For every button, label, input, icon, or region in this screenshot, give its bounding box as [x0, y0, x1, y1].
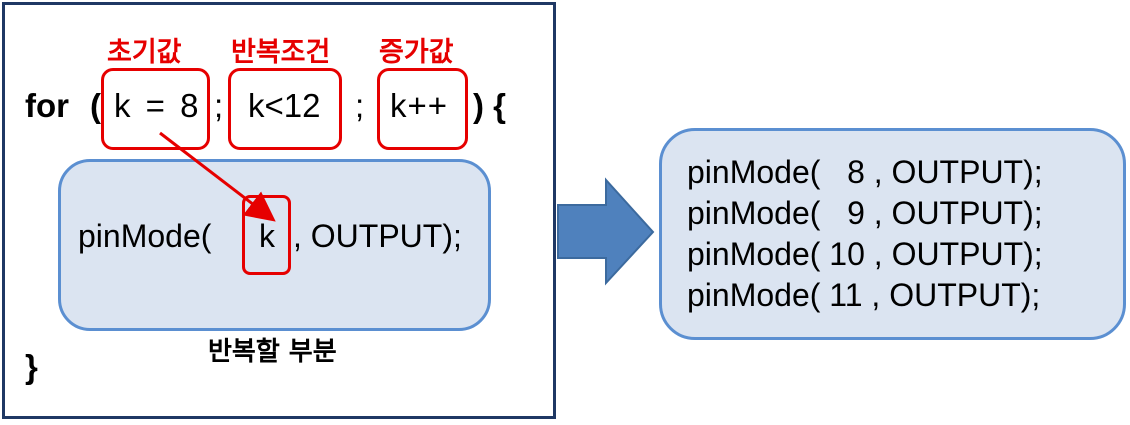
- init-highlight-box: [101, 68, 210, 150]
- result-line: pinMode( 10 , OUTPUT);: [687, 236, 1043, 272]
- initial-value-label: 초기값: [107, 37, 182, 68]
- increment-expression: k++: [390, 87, 449, 124]
- condition-highlight-box: [228, 68, 342, 150]
- result-arrow-icon: [557, 177, 655, 286]
- closing-brace: }: [25, 348, 38, 385]
- body-variable: k: [259, 218, 275, 254]
- semicolon-2: ;: [355, 87, 365, 124]
- repeated-part-label: 반복할 부분: [208, 337, 337, 367]
- open-paren: (: [90, 87, 101, 124]
- semicolon-1: ;: [214, 87, 224, 124]
- close-paren-brace: ) {: [473, 87, 506, 124]
- variable-highlight-box: [242, 195, 291, 275]
- result-lines: pinMode( 8 , OUTPUT); pinMode( 9 , OUTPU…: [687, 152, 1043, 316]
- body-prefix: pinMode(: [78, 218, 212, 254]
- result-box: [659, 128, 1126, 340]
- init-expression: k = 8: [114, 87, 199, 124]
- result-line: pinMode( 9 , OUTPUT);: [687, 195, 1043, 231]
- increment-highlight-box: [377, 68, 468, 150]
- condition-expression: k<12: [248, 87, 321, 124]
- result-line: pinMode( 11 , OUTPUT);: [687, 277, 1041, 313]
- body-suffix: , OUTPUT);: [293, 218, 462, 254]
- loop-body-box: [58, 159, 491, 331]
- result-line: pinMode( 8 , OUTPUT);: [687, 154, 1043, 190]
- increment-label: 증가값: [379, 37, 454, 68]
- loop-condition-label: 반복조건: [231, 37, 331, 68]
- for-keyword: for: [25, 87, 69, 124]
